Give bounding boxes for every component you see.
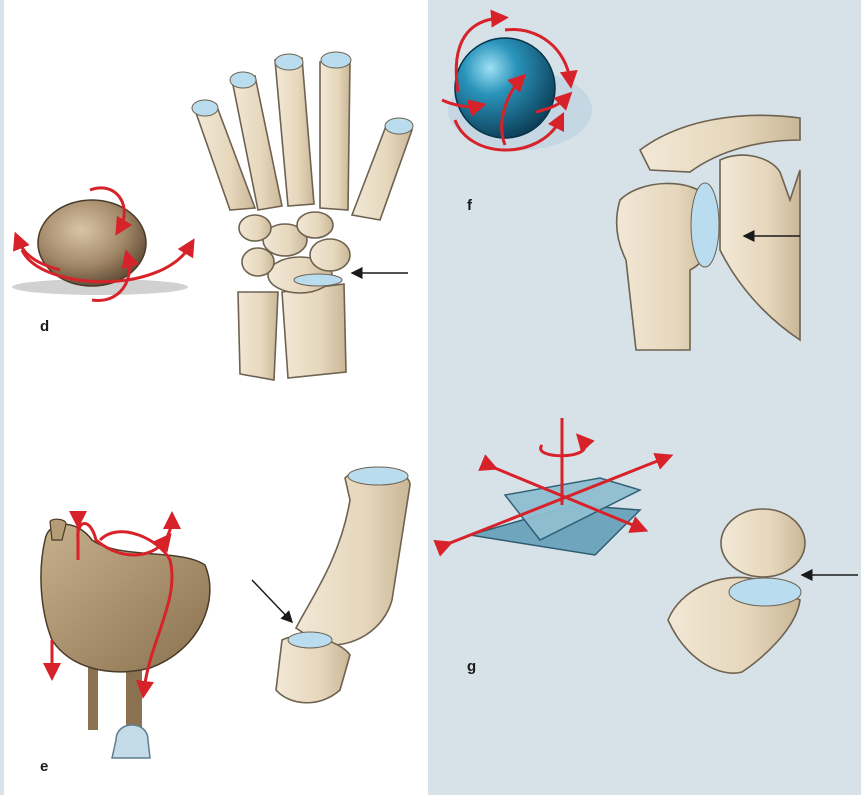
- thumb-pointer-arrow: [252, 580, 292, 622]
- shoulder-cartilage: [691, 183, 719, 267]
- ball-and-socket-joint-model-icon: [442, 18, 592, 150]
- figure-label-f: f: [467, 197, 472, 214]
- plane-joint-model-icon: [445, 418, 665, 555]
- saddle-joint-model-icon: [41, 519, 210, 758]
- figure-label-e: e: [40, 758, 48, 775]
- plane-joint-cartilage: [729, 578, 801, 606]
- ellipsoid-joint-model-icon: [12, 188, 190, 301]
- wrist-hand-bones: [195, 58, 412, 380]
- figure-label-d: d: [40, 318, 49, 335]
- figure-label-g: g: [467, 658, 476, 675]
- thumb-carpometacarpal-bones: [276, 469, 410, 703]
